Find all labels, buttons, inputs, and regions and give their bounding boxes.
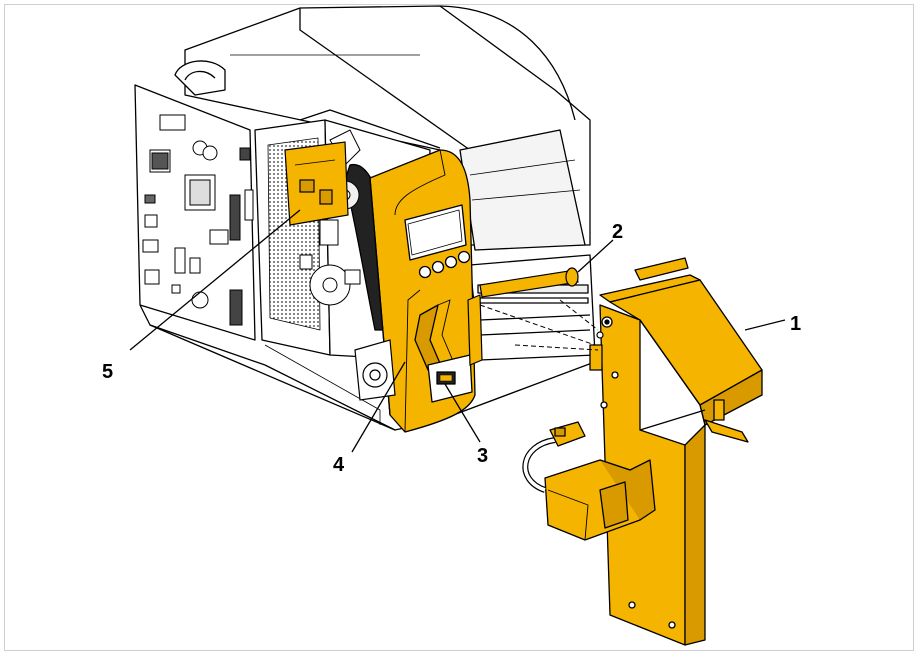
roller-shaft-part-2 bbox=[479, 267, 604, 339]
gear-housing bbox=[354, 339, 396, 401]
electronics-board bbox=[142, 114, 254, 326]
callout-5: 5 bbox=[102, 361, 113, 383]
callout-4: 4 bbox=[333, 454, 345, 476]
sensor-board-part-5 bbox=[284, 141, 349, 226]
callout-3: 3 bbox=[477, 445, 488, 467]
callout-1: 1 bbox=[790, 313, 801, 335]
callout-leaders bbox=[129, 209, 786, 453]
callout-2: 2 bbox=[612, 221, 623, 243]
front-cover-part-4 bbox=[369, 149, 476, 433]
alignment-lines bbox=[479, 299, 599, 351]
motor-assembly bbox=[522, 421, 656, 541]
module-part-1 bbox=[589, 257, 763, 646]
side-frame-slot bbox=[467, 294, 483, 366]
